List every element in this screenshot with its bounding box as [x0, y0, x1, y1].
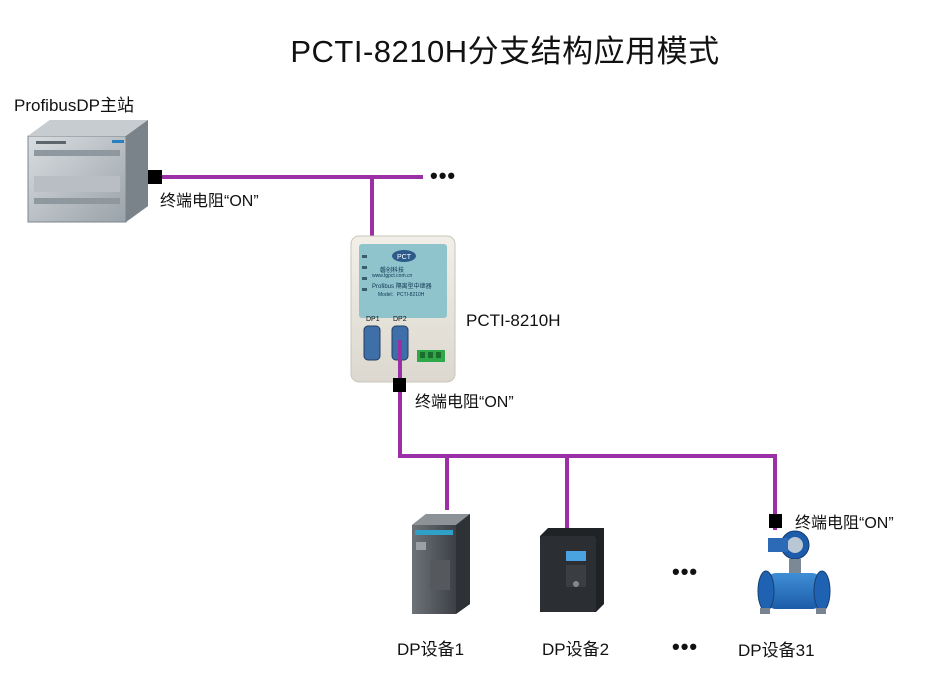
- master-label: ProfibusDP主站: [14, 96, 134, 115]
- repeater-terminator-label: 终端电阻“ON”: [415, 394, 514, 411]
- diagram-title: PCTI-8210H分支结构应用模式: [290, 34, 720, 69]
- repeater-port-dp2: DP2: [393, 316, 407, 323]
- master-terminator-label: 终端电阻“ON”: [160, 193, 259, 210]
- repeater-product-text: Profibus 隔离型中继器: [372, 284, 432, 290]
- lower-bus-line: [398, 340, 777, 530]
- repeater-company-text: 磐创科技: [380, 268, 405, 274]
- dp-device-2-image: [540, 528, 604, 612]
- profibus-master-plc-image: [27, 120, 148, 223]
- dp-device-31-image: [757, 530, 831, 614]
- repeater-terminator-marker: [393, 378, 406, 392]
- master-terminator-marker: [148, 170, 162, 184]
- repeater-label: PCTI-8210H: [466, 311, 561, 330]
- dp-device-1-label: DP设备1: [397, 640, 465, 659]
- top-bus-ellipsis: •••: [430, 163, 457, 188]
- dp-device-2-label: DP设备2: [542, 640, 610, 659]
- device31-terminator-marker: [769, 514, 782, 528]
- repeater-port-dp1: DP1: [366, 316, 380, 323]
- pcti-8210h-repeater-image: PCT: [350, 235, 456, 383]
- devices-ellipsis: •••: [672, 559, 699, 584]
- repeater-model-text: Model：PCTI-8210H: [378, 292, 425, 298]
- repeater-website-text: www.tgpct.com.cn: [372, 273, 413, 279]
- svg-text:PCT: PCT: [397, 254, 412, 261]
- device-labels-ellipsis: •••: [672, 634, 699, 659]
- dp-device-31-label: DP设备31: [738, 641, 815, 660]
- device31-terminator-label: 终端电阻“ON”: [795, 515, 894, 532]
- dp-device-1-image: [412, 514, 470, 614]
